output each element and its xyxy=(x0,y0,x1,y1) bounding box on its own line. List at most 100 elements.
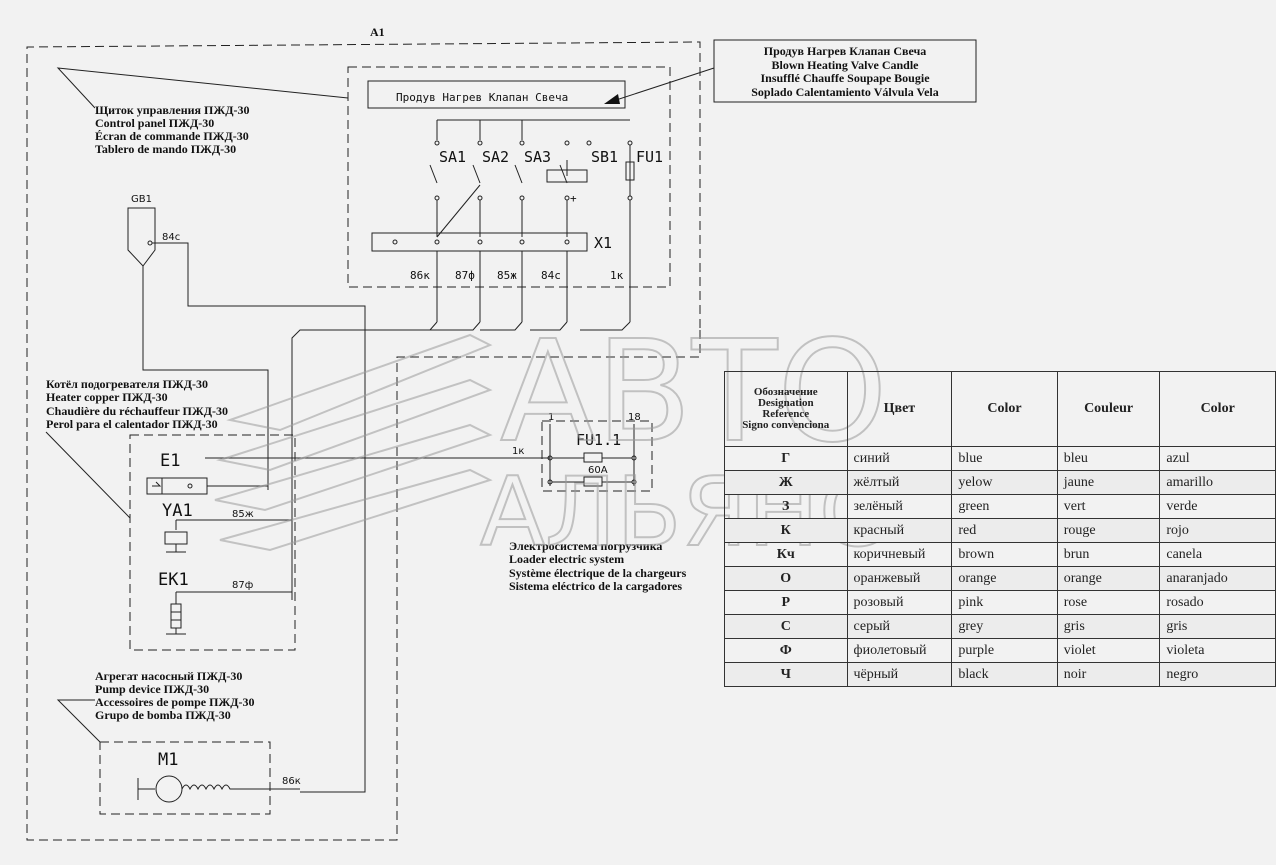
color-name-fr: vert xyxy=(1056,494,1161,519)
color-name-es: anaranjado xyxy=(1159,566,1276,591)
color-name-ru: фиолетовый xyxy=(846,638,953,663)
color-name-fr: bleu xyxy=(1056,446,1161,471)
color-code: Р xyxy=(724,590,848,615)
color-name-es: amarillo xyxy=(1159,470,1276,495)
frame-a1 xyxy=(26,41,701,841)
pin18-label: 18 xyxy=(628,412,641,423)
pump-labels: Агрегат насосный ПЖД-30 Pump device ПЖД-… xyxy=(95,669,255,722)
frame-label: A1 xyxy=(370,25,385,39)
header-designation-line: Designation xyxy=(757,397,814,409)
ya1-label: YA1 xyxy=(162,501,193,521)
loader-labels: Электросистема погрузчика Loader electri… xyxy=(509,539,687,593)
pump-label-fr: Accessoires de pompe ПЖД-30 xyxy=(95,695,255,709)
e1-label: E1 xyxy=(160,451,180,471)
wire-gb1-e1 xyxy=(142,266,269,490)
ek1-wire-label: 87ф xyxy=(232,580,253,591)
loader-wire-label: 1к xyxy=(512,446,524,457)
color-name-en: pink xyxy=(951,590,1058,615)
color-name-en: red xyxy=(951,518,1058,543)
sa2-label: SA2 xyxy=(482,148,509,166)
wire-85zh-label: 85ж xyxy=(497,269,517,282)
panel-strip-text: Продув Нагрев Клапан Свеча xyxy=(396,91,568,104)
legend-box xyxy=(713,39,977,103)
color-name-en: blue xyxy=(951,446,1058,471)
pump-label-en: Pump device ПЖД-30 xyxy=(95,682,209,696)
legend-arrow-head xyxy=(604,94,620,104)
color-code: Ф xyxy=(724,638,848,663)
cp-label-fr: Écran de commande ПЖД-30 xyxy=(95,129,249,143)
color-name-es: canela xyxy=(1159,542,1276,567)
wire-1k-label: 1к xyxy=(610,269,624,282)
color-name-ru: синий xyxy=(846,446,953,471)
header-tsvet: Цвет xyxy=(846,371,953,447)
loader-label-ru: Электросистема погрузчика xyxy=(509,539,662,553)
color-name-ru: серый xyxy=(846,614,953,639)
header-couleur: Couleur xyxy=(1056,371,1161,447)
fu11-label: FU1.1 xyxy=(576,431,621,449)
color-name-es: negro xyxy=(1159,662,1276,687)
heater-box xyxy=(129,434,296,651)
wire-84c xyxy=(152,242,366,793)
wire-87f-label: 87ф xyxy=(455,269,475,282)
gb1-label: GB1 xyxy=(131,194,152,205)
color-code: Кч xyxy=(724,542,848,567)
wire-84c-label: 84с xyxy=(541,269,561,282)
color-name-fr: jaune xyxy=(1056,470,1161,495)
heater-labels: Котёл подогревателя ПЖД-30 Heater copper… xyxy=(46,377,228,431)
loader-label-en: Loader electric system xyxy=(509,552,624,566)
fu1-label: FU1 xyxy=(636,148,663,166)
color-name-en: grey xyxy=(951,614,1058,639)
gb1-wire-label: 84с xyxy=(162,232,180,243)
color-code: Ж xyxy=(724,470,848,495)
color-name-ru: чёрный xyxy=(846,662,953,687)
pump-label-ru: Агрегат насосный ПЖД-30 xyxy=(95,669,242,683)
color-name-ru: розовый xyxy=(846,590,953,615)
color-name-en: brown xyxy=(951,542,1058,567)
m1-winding xyxy=(181,784,300,791)
ya1-wire-label: 85ж xyxy=(232,509,254,520)
heater-leader xyxy=(45,431,131,519)
legend-line-es: Soplado Calentamiento Válvula Vela xyxy=(751,85,938,99)
heater-label-ru: Котёл подогревателя ПЖД-30 xyxy=(46,377,208,391)
m1-label: M1 xyxy=(158,750,178,770)
ek1-label: EK1 xyxy=(158,570,189,590)
cp-label-ru: Щиток управления ПЖД-30 xyxy=(95,103,249,117)
legend-line-fr: Insufflé Chauffe Soupape Bougie xyxy=(760,71,930,85)
legend-line-en: Blown Heating Valve Candle xyxy=(771,58,919,72)
color-name-fr: rouge xyxy=(1056,518,1161,543)
color-name-en: orange xyxy=(951,566,1058,591)
legend-arrow xyxy=(609,67,715,103)
switch-group xyxy=(429,119,635,238)
color-name-es: verde xyxy=(1159,494,1276,519)
cp-label-en: Control panel ПЖД-30 xyxy=(95,116,214,130)
pin1-label: 1 xyxy=(548,412,554,423)
color-name-ru: жёлтый xyxy=(846,470,953,495)
legend-lines: Продув Нагрев Клапан Свеча Blown Heating… xyxy=(751,44,938,99)
header-color-en: Color xyxy=(951,371,1058,447)
color-code: Г xyxy=(724,446,848,471)
color-name-fr: brun xyxy=(1056,542,1161,567)
color-code: З xyxy=(724,494,848,519)
header-color-es: Color xyxy=(1159,371,1276,447)
heater-label-es: Perol para el calentador ПЖД-30 xyxy=(46,417,218,431)
heater-label-fr: Chaudière du réchauffeur ПЖД-30 xyxy=(46,404,228,418)
ya1-valve xyxy=(164,531,188,545)
cp-leader xyxy=(56,67,349,109)
plus-sign: + xyxy=(570,192,577,205)
color-name-fr: rose xyxy=(1056,590,1161,615)
loader-label-fr: Système électrique de la chargeurs xyxy=(509,566,687,580)
color-name-fr: violet xyxy=(1056,638,1161,663)
header-designation-line: Обозначение xyxy=(753,386,818,398)
m1-wire-label: 86к xyxy=(282,776,301,787)
control-panel-box xyxy=(347,66,671,288)
